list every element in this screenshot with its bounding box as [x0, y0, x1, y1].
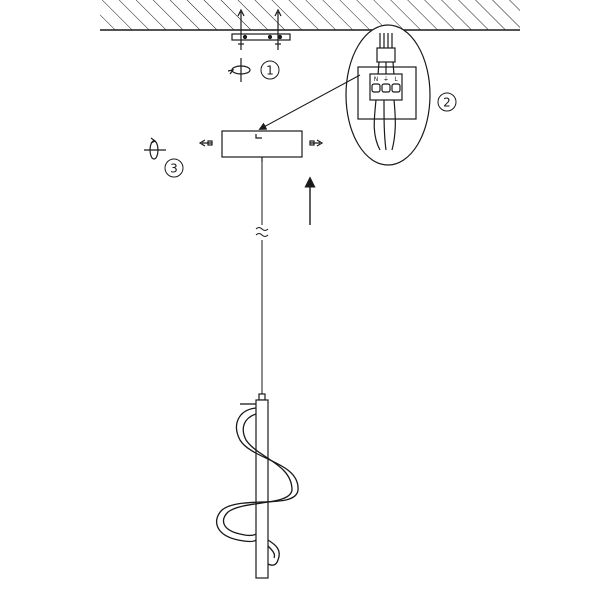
- step-1-marker: 1: [260, 60, 280, 80]
- terminal-label-earth: ⏚: [383, 76, 389, 83]
- mounting-bracket: [231, 33, 291, 41]
- spiral-led-strip: [215, 403, 299, 566]
- terminal-label-l: L: [394, 76, 398, 83]
- terminal-label-n: N: [374, 76, 379, 83]
- step-2-marker: 2: [437, 92, 457, 112]
- lamp-body: [255, 393, 269, 579]
- rotate-icon-step-1: [227, 58, 251, 82]
- rotate-icon-step-3: [144, 137, 166, 160]
- step-3-marker: 3: [164, 158, 184, 178]
- wiring-detail: [345, 24, 431, 166]
- terminal-labels: N ⏚ L: [374, 76, 399, 83]
- canopy-screw-right-icon: [309, 139, 324, 147]
- suspension-cable: [255, 162, 269, 395]
- svg-text:1: 1: [266, 64, 274, 78]
- cable-break-symbol: [255, 227, 269, 237]
- bracket-screw-left-icon: [237, 8, 245, 50]
- svg-text:3: 3: [170, 162, 178, 176]
- svg-text:2: 2: [443, 96, 451, 110]
- canopy: [221, 130, 303, 162]
- canopy-screw-left-icon: [198, 139, 213, 147]
- detail-leader-line: [258, 74, 361, 130]
- ceiling: [100, 0, 520, 31]
- bracket-screw-right-icon: [274, 8, 282, 50]
